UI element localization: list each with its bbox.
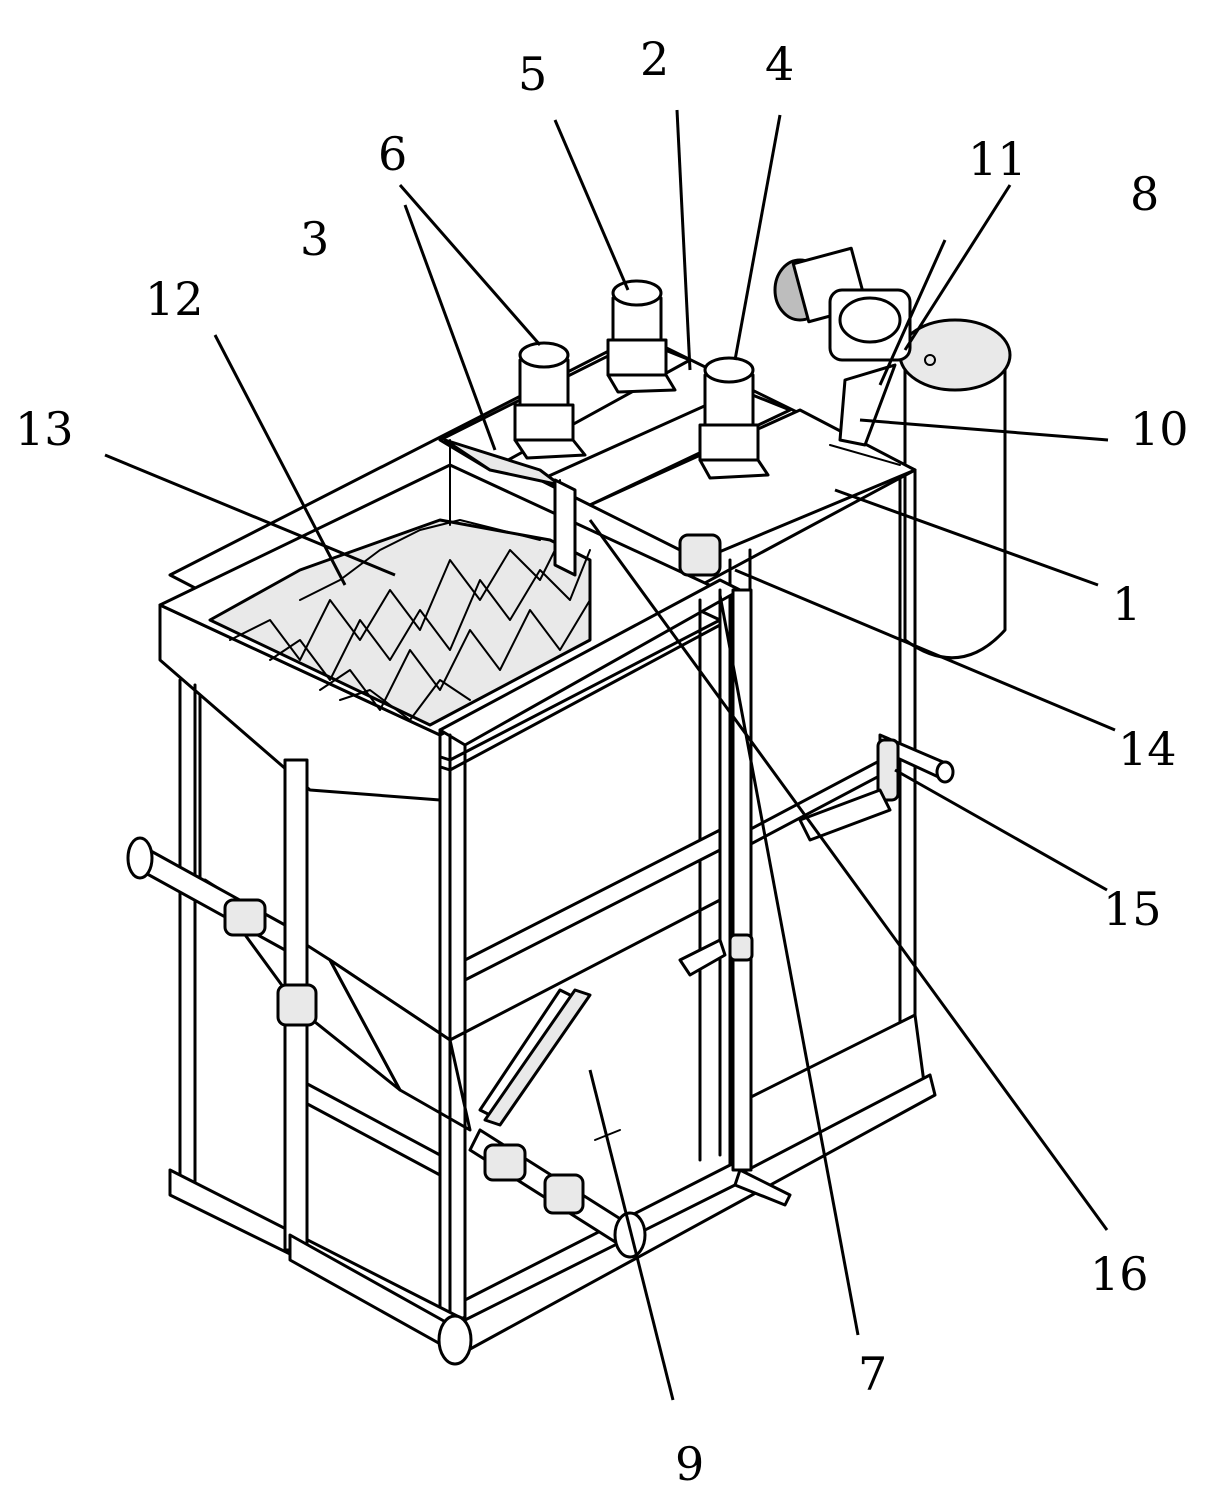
label-14: 14 xyxy=(1118,722,1177,776)
pump-motor xyxy=(773,246,912,466)
label-3: 3 xyxy=(300,212,329,266)
label-15: 15 xyxy=(1103,882,1162,936)
label-16: 16 xyxy=(1090,1247,1149,1301)
label-5: 5 xyxy=(518,47,547,101)
label-2: 2 xyxy=(640,32,669,86)
motor-5 xyxy=(606,279,677,394)
inclined-plate xyxy=(478,988,621,1141)
label-8: 8 xyxy=(1130,167,1159,221)
leader-lines xyxy=(104,109,1116,1401)
label-6: 6 xyxy=(378,127,407,181)
label-12: 12 xyxy=(145,272,204,326)
pipework xyxy=(126,533,955,1366)
label-11: 11 xyxy=(968,132,1027,186)
motor-4 xyxy=(698,356,770,480)
label-7: 7 xyxy=(858,1347,887,1401)
reference-numerals: 1 2 3 4 5 6 7 8 9 10 11 12 13 14 15 16 xyxy=(15,32,1189,1491)
label-4: 4 xyxy=(765,37,794,91)
label-9: 9 xyxy=(675,1437,704,1491)
motor-6 xyxy=(513,341,587,460)
label-1: 1 xyxy=(1112,577,1141,631)
label-13: 13 xyxy=(15,402,74,456)
label-10: 10 xyxy=(1130,402,1189,456)
